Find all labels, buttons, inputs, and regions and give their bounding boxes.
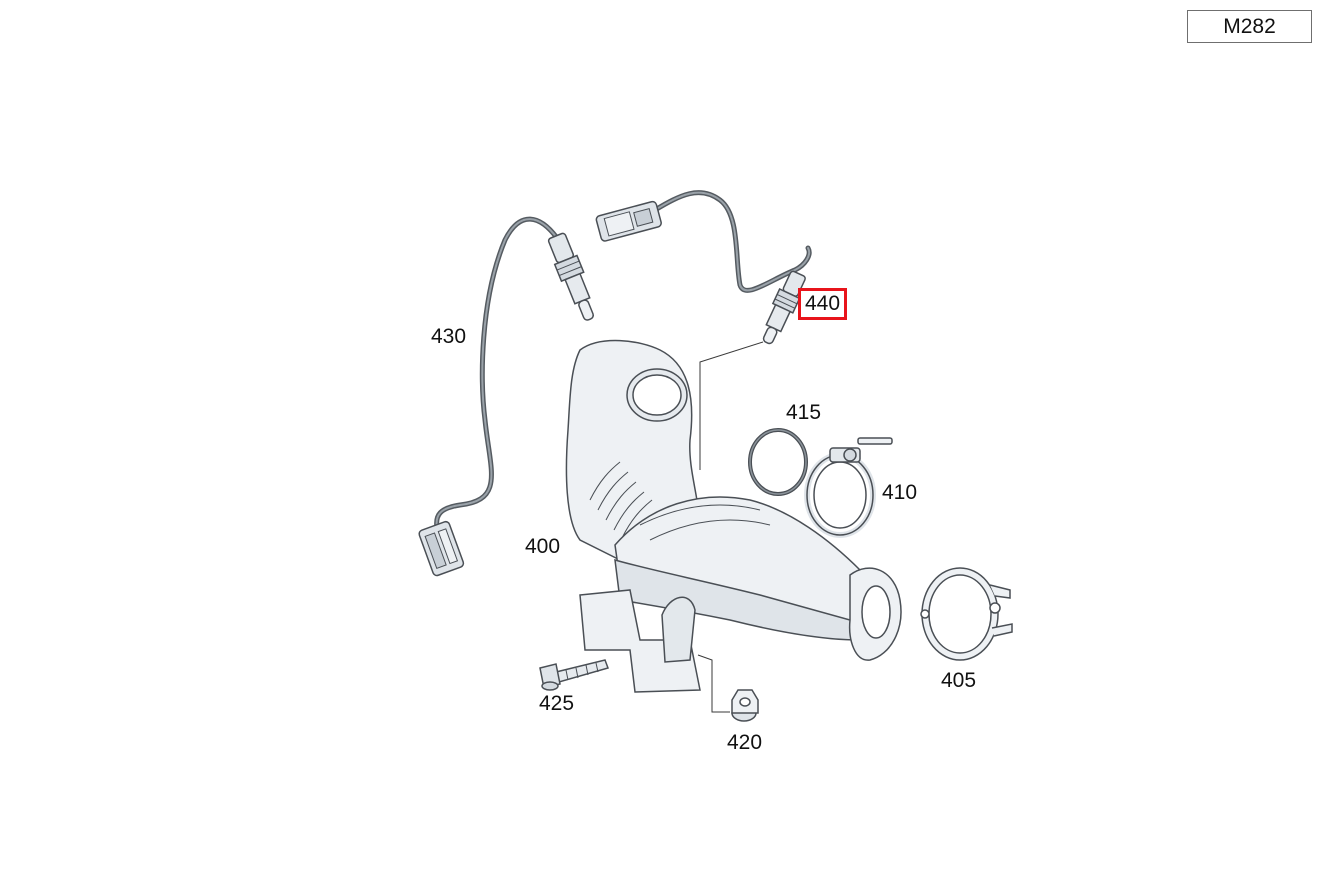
catalytic-converter-400[interactable]: [565, 339, 902, 693]
callout-400[interactable]: 400: [525, 535, 561, 558]
oxygen-sensor-430[interactable]: [418, 216, 601, 577]
oxygen-sensor-440[interactable]: [595, 190, 812, 348]
v-band-clamp-410[interactable]: [804, 437, 893, 538]
callout-440[interactable]: 440: [798, 288, 848, 320]
model-code: M282: [1223, 14, 1276, 38]
leader-lines: [697, 341, 764, 713]
callout-405[interactable]: 405: [941, 669, 977, 692]
callout-430[interactable]: 430: [431, 325, 467, 348]
callout-410[interactable]: 410: [882, 481, 918, 504]
bolt-425[interactable]: [539, 659, 609, 691]
gasket-405[interactable]: [920, 567, 1013, 661]
callout-415[interactable]: 415: [786, 401, 822, 424]
callout-420[interactable]: 420: [727, 731, 763, 754]
model-code-box: M282: [1187, 10, 1312, 43]
nut-420[interactable]: [731, 689, 759, 722]
o-ring-415[interactable]: [748, 428, 808, 496]
callout-425[interactable]: 425: [539, 692, 575, 715]
